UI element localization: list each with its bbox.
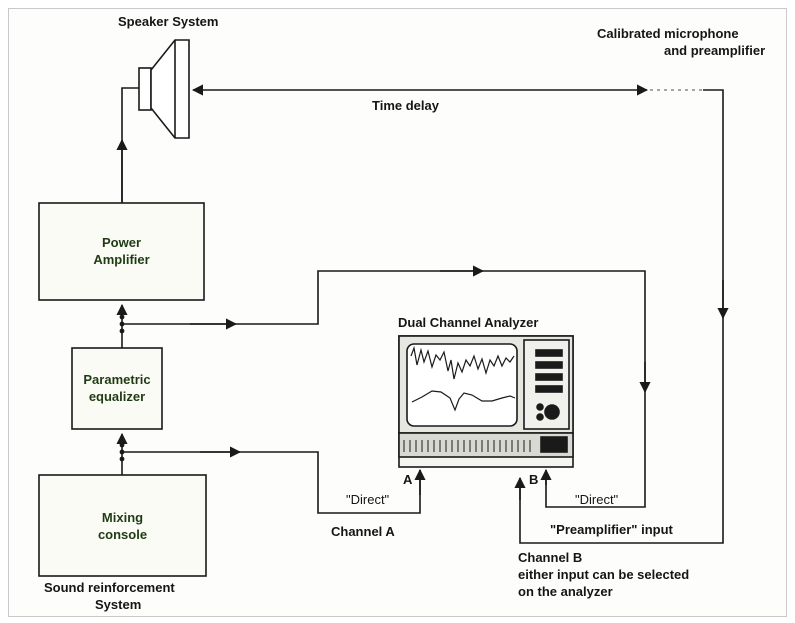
input-b-label: B	[529, 472, 539, 487]
junction-dots	[119, 314, 125, 462]
power-amplifier-box	[38, 202, 205, 301]
channel-a-label: Channel A	[331, 524, 395, 539]
mixing-console-label-line1: Mixing	[101, 510, 144, 525]
calibrated-mic-label-line2: and preamplifier	[664, 43, 766, 58]
amp-to-speaker-line	[121, 87, 139, 203]
direct-a-label: "Direct"	[346, 492, 390, 507]
dual-channel-analyzer-icon	[398, 335, 574, 468]
speaker-system-label: Speaker System	[118, 14, 219, 29]
selection-note-line2: on the analyzer	[518, 584, 613, 599]
calibrated-mic-label-line1: Calibrated microphone	[597, 26, 739, 41]
selection-note-line1: either input can be selected	[518, 567, 690, 582]
parametric-equalizer-label-line1: Parametric	[83, 372, 151, 387]
speaker-icon	[138, 39, 190, 139]
power-amplifier-label-line1: Power	[101, 235, 141, 250]
junction-dot	[119, 456, 125, 462]
mixing-console-box	[38, 474, 207, 577]
junction-dot	[119, 442, 125, 448]
direct-b-label: "Direct"	[575, 492, 619, 507]
eq-output-tap-line	[122, 270, 646, 508]
dual-channel-analyzer-label: Dual Channel Analyzer	[398, 315, 539, 330]
sound-system-label-line1: Sound reinforcement	[44, 580, 175, 595]
sound-system-label-line2: System	[95, 597, 142, 612]
time-delay-label: Time delay	[372, 98, 439, 113]
junction-dot	[119, 449, 125, 455]
mixing-console-label-line2: console	[97, 527, 148, 542]
parametric-equalizer-box	[71, 347, 163, 430]
parametric-equalizer-label: Parametric equalizer	[72, 371, 162, 405]
mixer-output-tap-line	[122, 451, 421, 514]
parametric-equalizer-label-line2: equalizer	[88, 389, 146, 404]
mixing-console-label: Mixing console	[39, 509, 206, 543]
preamp-input-label: "Preamplifier" input	[550, 522, 673, 537]
power-amplifier-label-line2: Amplifier	[93, 252, 150, 267]
junction-dot	[119, 321, 125, 327]
channel-b-label: Channel B	[518, 550, 583, 565]
mic-to-preamp-line	[519, 89, 724, 544]
junction-dot	[119, 314, 125, 320]
input-a-label: A	[403, 472, 413, 487]
junction-dot	[119, 328, 125, 334]
power-amplifier-label: Power Amplifier	[39, 234, 204, 268]
